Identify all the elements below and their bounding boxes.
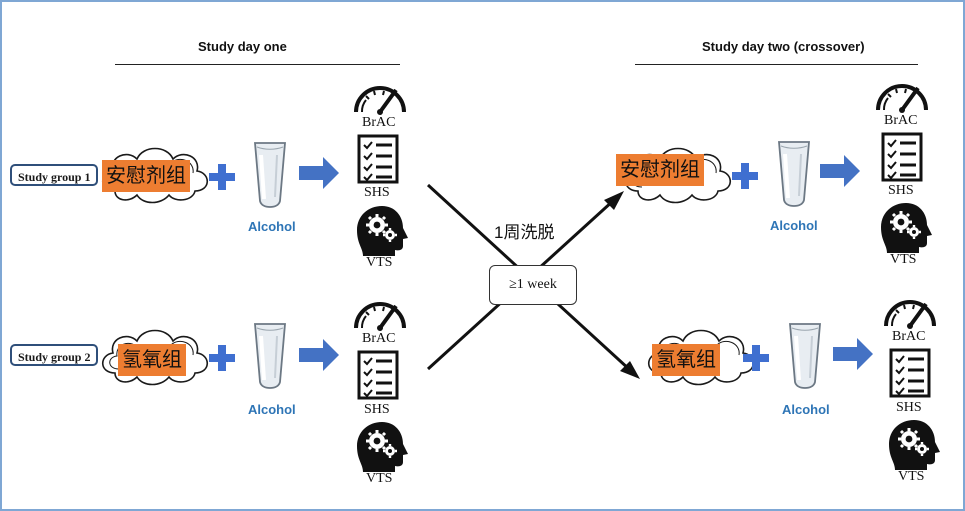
study-group-2-tag: Study group 2 bbox=[10, 344, 99, 366]
vts-label: VTS bbox=[898, 469, 925, 484]
glass-icon bbox=[253, 322, 287, 390]
checklist-icon bbox=[357, 350, 399, 400]
shs-label: SHS bbox=[364, 402, 390, 417]
shs-label: SHS bbox=[364, 185, 390, 200]
glass-icon bbox=[788, 322, 822, 390]
plus-icon bbox=[732, 163, 758, 189]
head-gears-icon bbox=[879, 201, 934, 255]
plus-icon bbox=[209, 345, 235, 371]
study-group-1-tag: Study group 1 bbox=[10, 164, 99, 186]
arrow-right-icon bbox=[299, 339, 339, 371]
shs-label: SHS bbox=[896, 400, 922, 415]
arrowhead-down bbox=[620, 361, 640, 379]
placebo-label-day-two: 安慰剂组 bbox=[616, 154, 704, 186]
vts-label: VTS bbox=[366, 471, 393, 486]
plus-icon bbox=[209, 164, 235, 190]
brac-label: BrAC bbox=[892, 329, 926, 344]
day-two-heading: Study day two (crossover) bbox=[702, 39, 865, 54]
alcohol-label: Alcohol bbox=[770, 218, 818, 233]
alcohol-label: Alcohol bbox=[248, 219, 296, 234]
brac-label: BrAC bbox=[362, 115, 396, 130]
checklist-icon bbox=[881, 132, 923, 182]
glass-icon bbox=[777, 140, 811, 208]
checklist-icon bbox=[889, 348, 931, 398]
gauge-icon bbox=[354, 86, 406, 117]
hydrogen-label-day-one: 氢氧组 bbox=[118, 344, 186, 376]
vts-label: VTS bbox=[890, 252, 917, 267]
washout-label: 1周洗脱 bbox=[494, 223, 555, 242]
arrow-right-icon bbox=[833, 338, 873, 370]
glass-icon bbox=[253, 141, 287, 209]
day-two-underline bbox=[635, 64, 918, 65]
hydrogen-label-day-two: 氢氧组 bbox=[652, 344, 720, 376]
head-gears-icon bbox=[355, 420, 410, 474]
brac-label: BrAC bbox=[884, 113, 918, 128]
arrow-right-icon bbox=[820, 155, 860, 187]
head-gears-icon bbox=[887, 418, 942, 472]
washout-duration-box: ≥1 week bbox=[489, 265, 577, 305]
shs-label: SHS bbox=[888, 183, 914, 198]
arrow-right-icon bbox=[299, 157, 339, 189]
alcohol-label: Alcohol bbox=[782, 402, 830, 417]
checklist-icon bbox=[357, 134, 399, 184]
vts-label: VTS bbox=[366, 255, 393, 270]
brac-label: BrAC bbox=[362, 331, 396, 346]
arrowhead-up bbox=[604, 191, 624, 210]
day-one-heading: Study day one bbox=[198, 39, 287, 54]
head-gears-icon bbox=[355, 204, 410, 258]
gauge-icon bbox=[354, 302, 406, 333]
gauge-icon bbox=[876, 84, 928, 115]
placebo-label-day-one: 安慰剂组 bbox=[102, 160, 190, 192]
gauge-icon bbox=[884, 300, 936, 331]
alcohol-label: Alcohol bbox=[248, 402, 296, 417]
day-one-underline bbox=[115, 64, 400, 65]
